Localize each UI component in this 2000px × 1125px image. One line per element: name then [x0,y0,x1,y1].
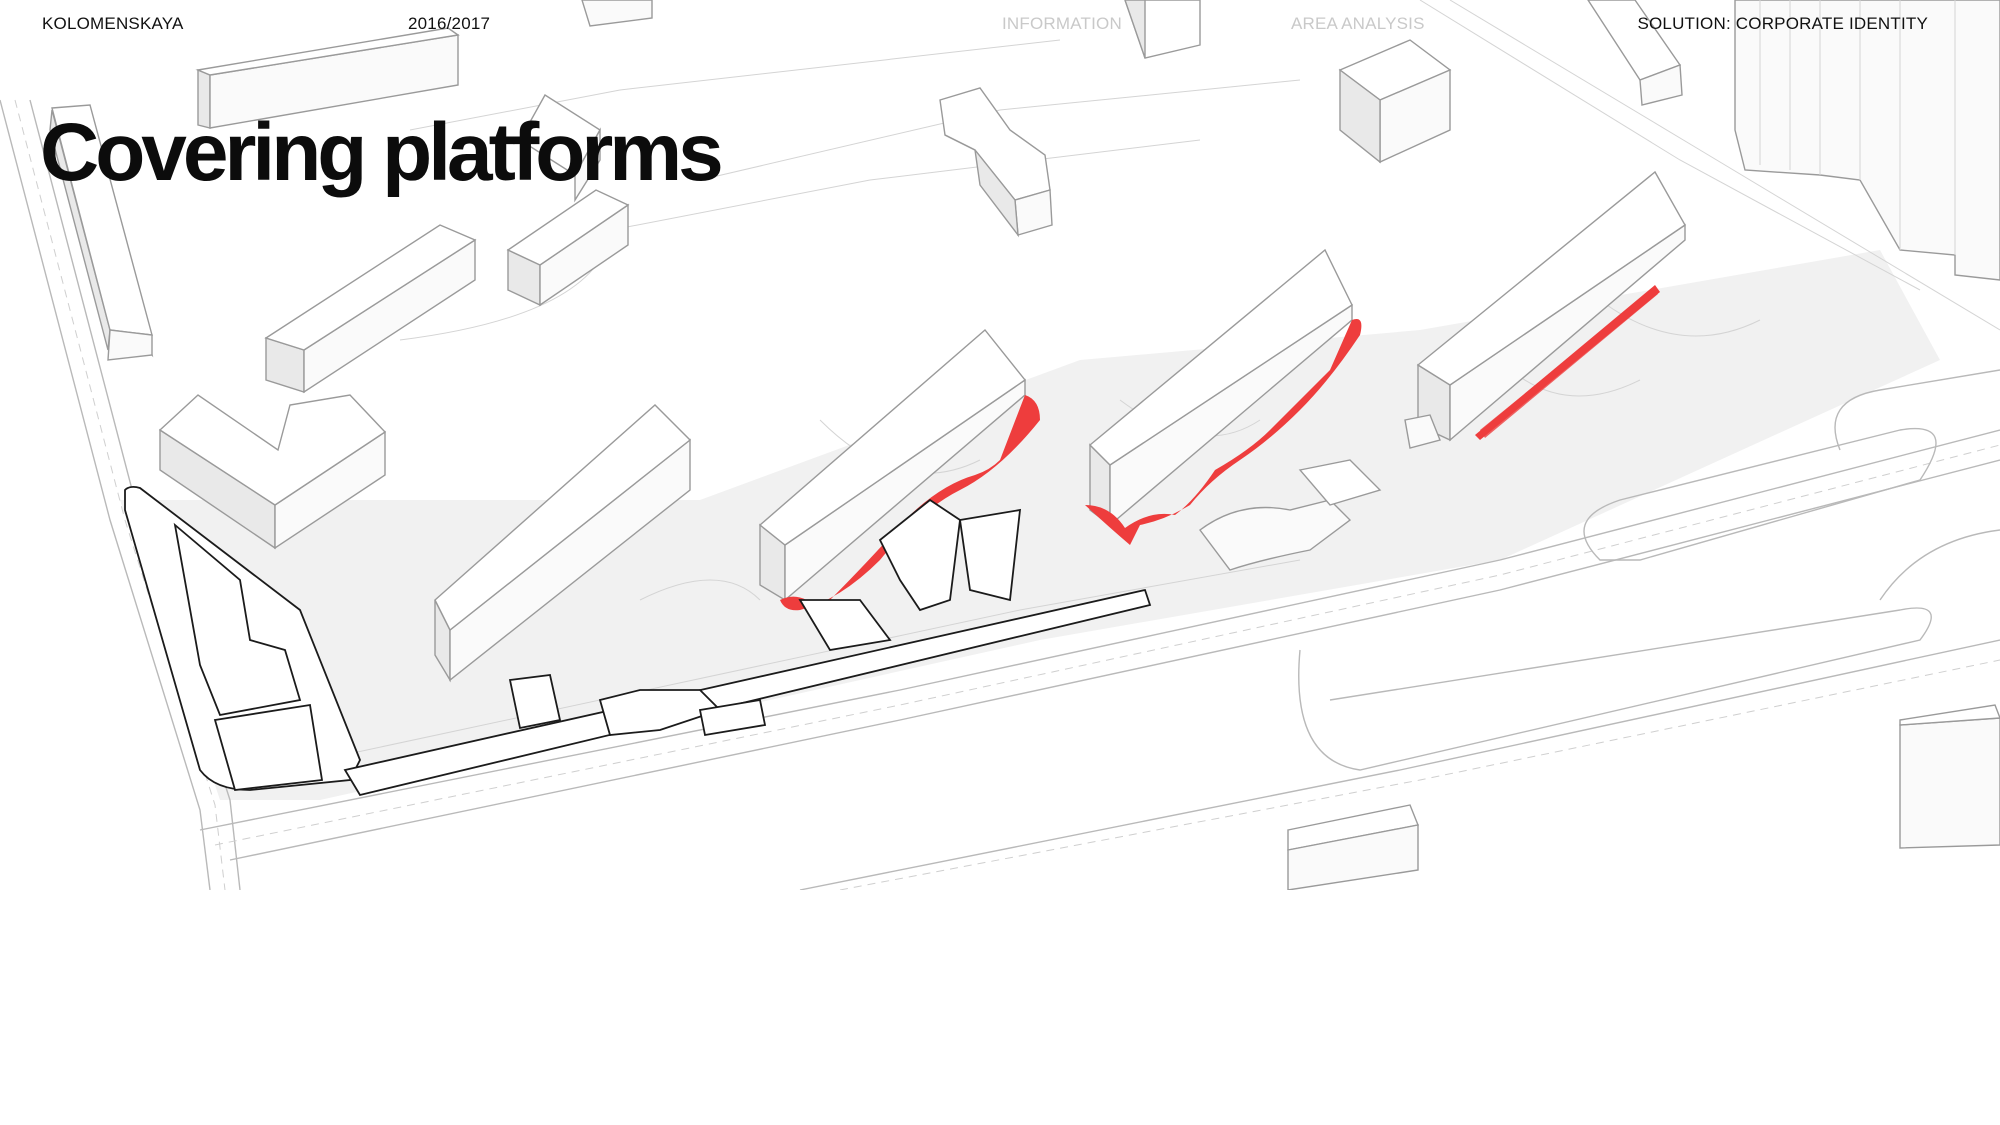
background-buildings [49,0,2000,890]
road-network [0,0,2000,890]
residential-slab-2 [758,328,1040,611]
courtyard-structures [1199,414,1441,571]
covering-platform-2 [1085,319,1362,545]
axonometric-site-map [0,0,2000,890]
nav-link-information[interactable]: INFORMATION [1002,14,1122,33]
residential-slab-1 [434,404,692,683]
header-nav: KOLOMENSKAYA 2016/2017 INFORMATION AREA … [0,14,2000,38]
project-name[interactable]: KOLOMENSKAYA [42,14,184,33]
residential-slab-3 [1085,248,1362,545]
metro-station-outline [124,485,1152,797]
nav-link-area-analysis[interactable]: AREA ANALYSIS [1291,14,1425,33]
page-title: Covering platforms [40,107,724,198]
residential-slab-4 [1416,170,1686,442]
nav-link-solution-corporate-identity[interactable]: SOLUTION: CORPORATE IDENTITY [1637,14,1928,33]
project-years: 2016/2017 [408,14,491,33]
